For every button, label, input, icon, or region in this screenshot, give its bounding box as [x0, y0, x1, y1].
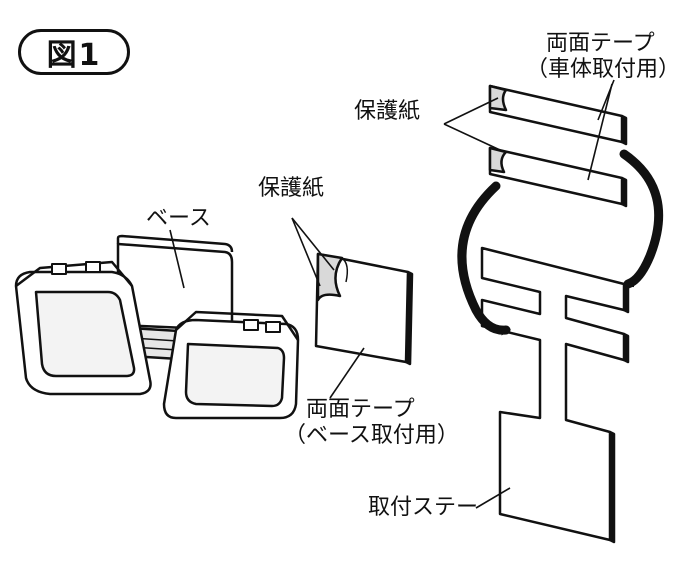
base-label: ベース — [146, 206, 211, 231]
vehicle-tape-label-line2: （車体取付用） — [526, 57, 681, 82]
vehicle-tape-strips — [488, 84, 628, 208]
assembly-arrows — [457, 149, 664, 336]
base-part — [14, 234, 300, 420]
mounting-stay-part — [480, 246, 630, 544]
figure-label-badge: 図1 — [18, 29, 130, 75]
base-tape-label-line2: （ベース取付用） — [284, 423, 459, 448]
vehicle-tape-label-line1: 両面テープ — [546, 31, 655, 56]
protective-paper-label-top: 保護紙 — [354, 99, 421, 124]
leader-lines — [169, 79, 615, 509]
base-tape-label-line1: 両面テープ — [306, 397, 415, 422]
protective-paper-label-mid: 保護紙 — [258, 176, 325, 201]
mounting-stay-label: 取付ステー — [368, 495, 479, 520]
base-tape-part — [314, 252, 414, 366]
